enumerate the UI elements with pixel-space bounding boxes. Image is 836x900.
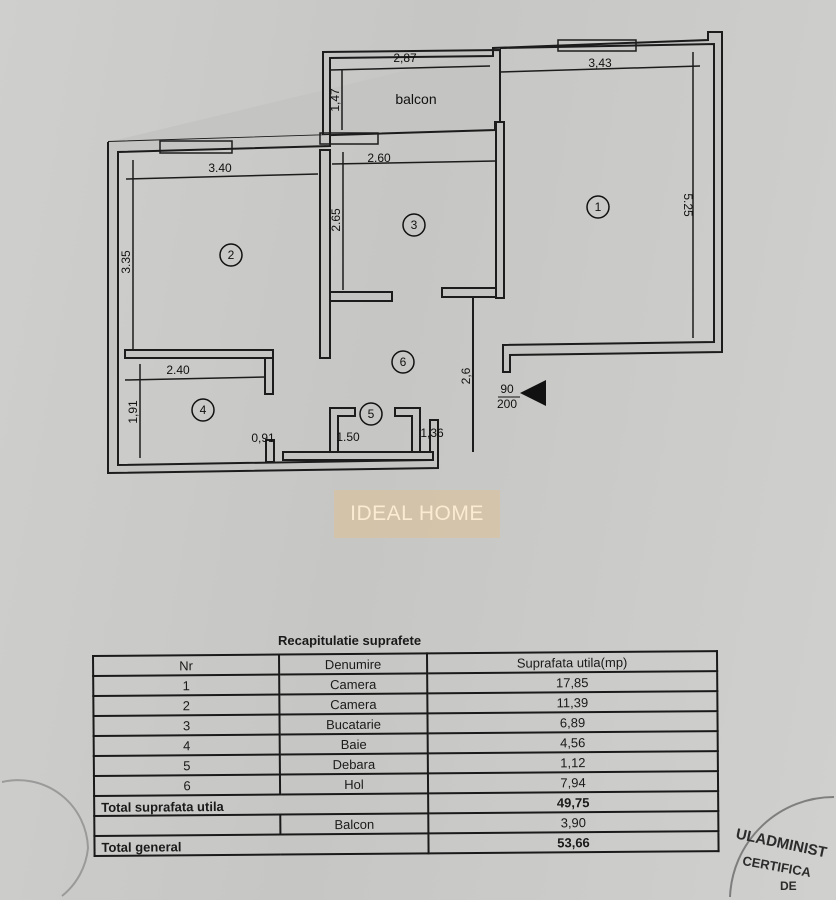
room-number-3: 3 (411, 218, 418, 232)
cell-nr: 4 (93, 734, 280, 756)
cell-area: 11,39 (427, 691, 718, 714)
cell-area: 7,94 (427, 771, 719, 794)
cell-area: 6,89 (427, 711, 718, 734)
dim-hall-seg-1: 0,91 (251, 431, 275, 445)
dimension-lines (124, 52, 701, 458)
cell-nr: 2 (93, 694, 280, 716)
total-general-label: Total general (94, 833, 429, 856)
dimension-labels: 2,87 3,43 1,47 balcon 3.40 2.60 2.65 3.3… (119, 51, 695, 445)
door-size-bottom: 200 (497, 397, 517, 411)
wall-room2-room4 (124, 349, 274, 359)
cell-name: Bucatarie (279, 713, 428, 735)
wall-room4-right (264, 357, 274, 395)
wall-debara-left (329, 407, 356, 453)
cell-area: 4,56 (427, 731, 718, 754)
door-size-top: 90 (500, 382, 514, 396)
dim-hall-seg-2: 1.50 (336, 430, 360, 444)
cell-name: Debara (279, 753, 428, 775)
dim-room2-width: 3.40 (208, 161, 232, 175)
cell-name: Hol (279, 773, 429, 795)
wall-debara-right (394, 407, 421, 453)
summary-title: Recapitulatie suprafete (278, 633, 422, 648)
dim-hall-depth: 2,6 (459, 367, 473, 384)
window (557, 39, 637, 52)
cell-name: Baie (279, 733, 428, 755)
cell-area: 1,12 (427, 751, 718, 774)
balcony-label: balcon (395, 91, 436, 107)
dim-room4-width: 2.40 (166, 363, 190, 377)
wall-room3-room1 (495, 121, 505, 299)
header-name: Denumire (279, 653, 428, 675)
dim-balcon-width: 2,87 (393, 51, 417, 65)
stamp-text-3: DE (780, 879, 797, 893)
dim-room2-depth: 3.35 (119, 250, 133, 274)
total-useful-label: Total suprafata utila (94, 793, 429, 816)
dim-balcon-depth: 1,47 (328, 88, 342, 112)
dim-room3-width: 2.60 (367, 151, 391, 165)
dim-room1-width: 3,43 (588, 56, 612, 70)
stamp-left (1, 779, 90, 897)
cell-name: Camera (279, 693, 428, 715)
window (159, 140, 233, 154)
cell-name: Camera (279, 673, 428, 695)
balcony-area: 3,90 (428, 811, 719, 834)
room-markers: 1 2 3 4 5 6 (191, 195, 610, 426)
cell-nr: 3 (93, 714, 280, 736)
watermark-logo: IDEAL HOME (334, 490, 500, 538)
wall-room2-room3 (319, 149, 331, 359)
entrance-arrow-icon (520, 380, 546, 406)
room-number-4: 4 (200, 403, 207, 417)
dim-hall-seg-3: 1,36 (420, 426, 444, 440)
cell-nr: 6 (93, 774, 281, 796)
dim-room1-depth: 5.25 (681, 193, 695, 217)
window (319, 132, 379, 145)
room-number-5: 5 (368, 407, 375, 421)
stamp-right (729, 796, 835, 898)
cell-area: 17,85 (427, 671, 718, 694)
balcony-empty-cell (94, 814, 281, 836)
walls (107, 31, 723, 475)
cell-nr: 1 (93, 674, 280, 696)
wall-hall-bottom (282, 451, 434, 461)
wall-room3-bottom-left (329, 291, 393, 302)
left-outer-wall (107, 135, 439, 475)
cell-nr: 5 (93, 754, 280, 776)
dim-room4-depth: 1,91 (126, 400, 140, 424)
header-nr: Nr (93, 654, 280, 676)
total-general-value: 53,66 (428, 831, 719, 854)
outer-wall (107, 31, 723, 373)
dim-room3-depth: 2.65 (329, 208, 343, 232)
header-area: Suprafata utila(mp) (426, 651, 718, 674)
room-number-2: 2 (228, 248, 235, 262)
wall-room3-bottom-right (441, 287, 501, 298)
room-number-6: 6 (400, 355, 407, 369)
total-useful-value: 49,75 (428, 791, 719, 814)
total-general-row: Total general 53,66 (94, 831, 719, 856)
balcony-name: Balcon (280, 813, 429, 835)
wall-room4-door (265, 439, 275, 463)
room-number-1: 1 (595, 200, 602, 214)
